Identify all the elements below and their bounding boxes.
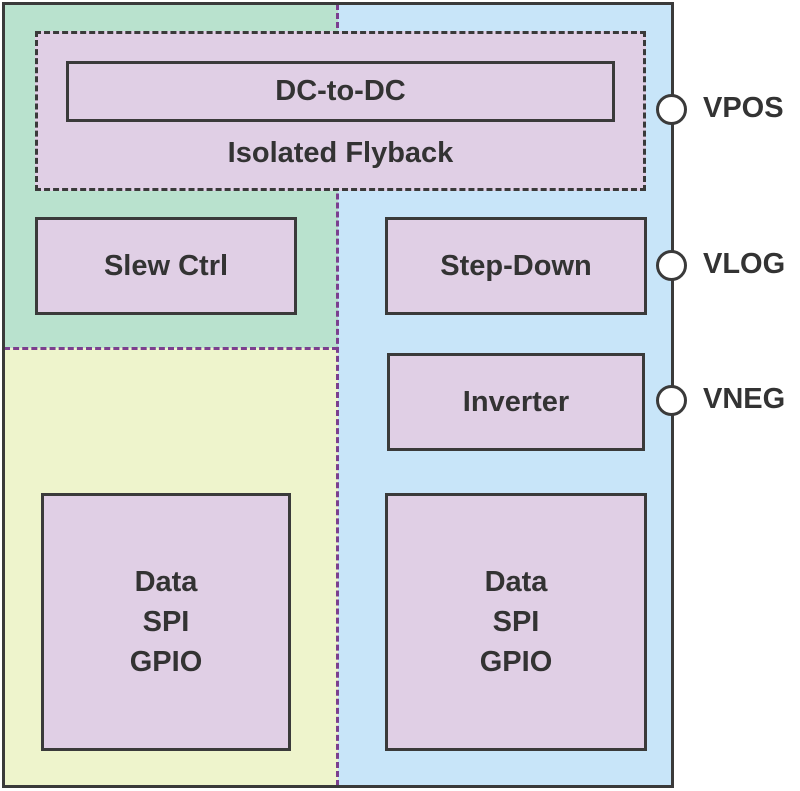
vneg-label: VNEG: [703, 383, 786, 415]
vpos-label: VPOS: [703, 92, 784, 124]
dc-to-dc-label: DC-to-DC: [275, 75, 406, 107]
isolation-barrier-horizontal: [4, 347, 338, 350]
slew-ctrl-label: Slew Ctrl: [103, 249, 229, 282]
isolation-barrier-vertical: [336, 4, 339, 786]
right-interface-block: Data SPI GPIO: [385, 493, 647, 751]
right-gpio-label: GPIO: [479, 646, 553, 678]
left-interface-block: Data SPI GPIO: [41, 493, 291, 751]
vlog-label: VLOG: [703, 248, 786, 280]
right-spi-label: SPI: [492, 606, 540, 638]
vneg-pin: [656, 385, 687, 416]
slew-ctrl-block: Slew Ctrl: [35, 217, 297, 315]
inverter-label: Inverter: [462, 385, 570, 418]
left-gpio-label: GPIO: [129, 646, 203, 678]
step-down-block: Step-Down: [385, 217, 647, 315]
isolated-flyback-label: Isolated Flyback: [227, 137, 454, 169]
left-data-label: Data: [134, 566, 198, 598]
left-spi-label: SPI: [142, 606, 190, 638]
dc-to-dc-block: DC-to-DC: [66, 61, 615, 122]
right-data-label: Data: [484, 566, 548, 598]
inverter-block: Inverter: [387, 353, 645, 451]
vlog-pin: [656, 250, 687, 281]
step-down-label: Step-Down: [440, 249, 592, 282]
vpos-pin: [656, 94, 687, 125]
